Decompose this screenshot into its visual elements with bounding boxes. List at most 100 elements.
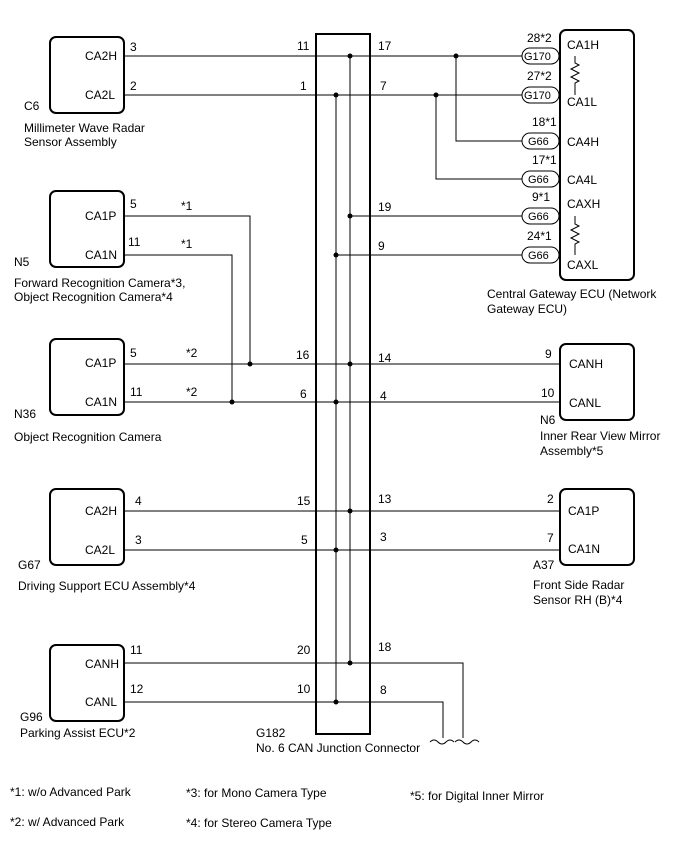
gateway-pin0-label: CA1H xyxy=(567,38,599,52)
jc-right-pin-9: 8 xyxy=(380,683,387,697)
note-5: *5: for Digital Inner Mirror xyxy=(410,789,544,803)
gateway-resistor-1 xyxy=(569,56,581,95)
n5-pin-b-label: CA1N xyxy=(85,248,117,262)
splice-n36-n xyxy=(229,399,235,405)
a37-pin-b-label: CA1N xyxy=(568,542,600,556)
gateway-no2: 18*1 xyxy=(532,115,557,129)
wire-open-8 xyxy=(370,701,444,738)
jc-right-pin-2: 19 xyxy=(378,200,392,214)
splice-bus-h-5 xyxy=(347,660,353,666)
g67-pin-a-label: CA2H xyxy=(85,504,117,518)
component-c6-box xyxy=(49,36,125,114)
gateway-resistor-2 xyxy=(569,216,581,255)
c6-name-line1: Millimeter Wave Radar xyxy=(24,121,145,135)
n36-pin-b-no: 11 xyxy=(130,385,143,399)
jc-right-pin-6: 13 xyxy=(378,492,392,506)
note-2: *2: w/ Advanced Park xyxy=(10,815,125,829)
gateway-name-line2: Gateway ECU) xyxy=(487,302,567,316)
jc-left-pin-6: 20 xyxy=(297,643,311,657)
a37-pin-b-no: 7 xyxy=(547,531,554,545)
gateway-conn4: G66 xyxy=(528,211,549,223)
n5-name-line1: Forward Recognition Camera*3, xyxy=(14,276,185,290)
splice-bus-h-4 xyxy=(347,508,353,514)
splice-bus-l-4 xyxy=(333,547,339,553)
gateway-no5: 24*1 xyxy=(527,229,552,243)
gateway-no3: 17*1 xyxy=(532,153,557,167)
gateway-conn1: G170 xyxy=(524,90,551,102)
n5-pin-a-label: CA1P xyxy=(85,209,116,223)
jc-left-pin-2: 16 xyxy=(296,348,310,362)
n6-id: N6 xyxy=(540,413,556,427)
note-4: *4: for Stereo Camera Type xyxy=(186,816,332,830)
jc-right-pin-1: 7 xyxy=(380,79,387,93)
jc-right-pin-4: 14 xyxy=(378,351,392,365)
gateway-conn5: G66 xyxy=(528,250,549,262)
n5-name-line2: Object Recognition Camera*4 xyxy=(14,290,173,304)
n5-pin-b-no: 11 xyxy=(128,235,141,249)
component-g96-box xyxy=(49,644,125,722)
splice-bus-h-1 xyxy=(347,53,353,59)
c6-pin-b-label: CA2L xyxy=(85,88,115,102)
g96-pin-b-no: 12 xyxy=(130,682,144,696)
jc-left-pin-5: 5 xyxy=(301,533,308,547)
g67-id: G67 xyxy=(18,558,41,572)
gateway-pin1-label: CA1L xyxy=(567,95,597,109)
splice-bus-l-2 xyxy=(333,252,339,258)
component-a37-box xyxy=(559,488,635,566)
gateway-no4: 9*1 xyxy=(532,190,550,204)
c6-pin-a-no: 3 xyxy=(130,40,137,54)
g96-pin-b-label: CANL xyxy=(85,695,117,709)
n36-pin-a-no: 5 xyxy=(130,346,137,360)
g96-id: G96 xyxy=(20,710,43,724)
gateway-conn0: G170 xyxy=(524,51,551,63)
gateway-pin3-label: CA4L xyxy=(567,173,597,187)
jc-right-pin-5: 4 xyxy=(380,389,387,403)
g96-name-line1: Parking Assist ECU*2 xyxy=(20,726,136,740)
jc-left-pin-3: 6 xyxy=(300,387,307,401)
splice-bus-l-5 xyxy=(333,699,339,705)
n36-note-a: *2 xyxy=(186,346,198,360)
jc-left-pin-1: 1 xyxy=(300,79,307,93)
splice-bus-h-3 xyxy=(347,361,353,367)
a37-pin-a-label: CA1P xyxy=(568,504,599,518)
gateway-pin2-label: CA4H xyxy=(567,135,599,149)
jc-left-pin-4: 15 xyxy=(297,494,311,508)
note-1: *1: w/o Advanced Park xyxy=(10,785,132,799)
a37-id: A37 xyxy=(533,558,555,572)
gateway-no0: 28*2 xyxy=(527,31,552,45)
component-n6-box xyxy=(559,343,635,421)
jc-right-pin-0: 17 xyxy=(378,39,392,53)
jc-left-pin-7: 10 xyxy=(297,682,311,696)
jc-left-pin-0: 11 xyxy=(297,39,310,53)
gateway-conn3: G66 xyxy=(528,174,549,186)
a37-name-line1: Front Side Radar xyxy=(533,578,624,592)
n36-name-line1: Object Recognition Camera xyxy=(14,430,162,444)
n6-name-line2: Assembly*5 xyxy=(540,444,604,458)
junction-connector-body xyxy=(315,33,371,735)
g96-pin-a-label: CANH xyxy=(85,657,119,671)
g96-pin-a-no: 11 xyxy=(130,643,143,657)
n6-pin-a-no: 9 xyxy=(545,347,552,361)
gateway-conn2: G66 xyxy=(528,136,549,148)
junction-name: No. 6 CAN Junction Connector xyxy=(256,741,420,755)
n36-pin-a-label: CA1P xyxy=(85,356,116,370)
n6-name-line1: Inner Rear View Mirror xyxy=(540,429,660,443)
n36-id: N36 xyxy=(14,407,36,421)
splice-bus-l-1 xyxy=(333,92,339,98)
c6-pin-a-label: CA2H xyxy=(85,49,117,63)
component-n5-box xyxy=(49,190,125,268)
c6-id: C6 xyxy=(24,99,40,113)
splice-gw-ca4h xyxy=(453,53,459,59)
wire-open-18 xyxy=(370,662,464,738)
splice-bus-h-2 xyxy=(347,213,353,219)
component-g67-box xyxy=(49,488,125,566)
component-n36-box xyxy=(49,338,125,416)
g67-pin-a-no: 4 xyxy=(135,494,142,508)
n6-pin-b-label: CANL xyxy=(569,396,601,410)
gateway-pin5-label: CAXL xyxy=(567,258,599,272)
wire-n5-n xyxy=(124,254,316,403)
wire-gw-ca4l xyxy=(435,95,522,180)
jc-right-pin-3: 9 xyxy=(378,239,385,253)
wire-n5-p xyxy=(124,215,316,365)
